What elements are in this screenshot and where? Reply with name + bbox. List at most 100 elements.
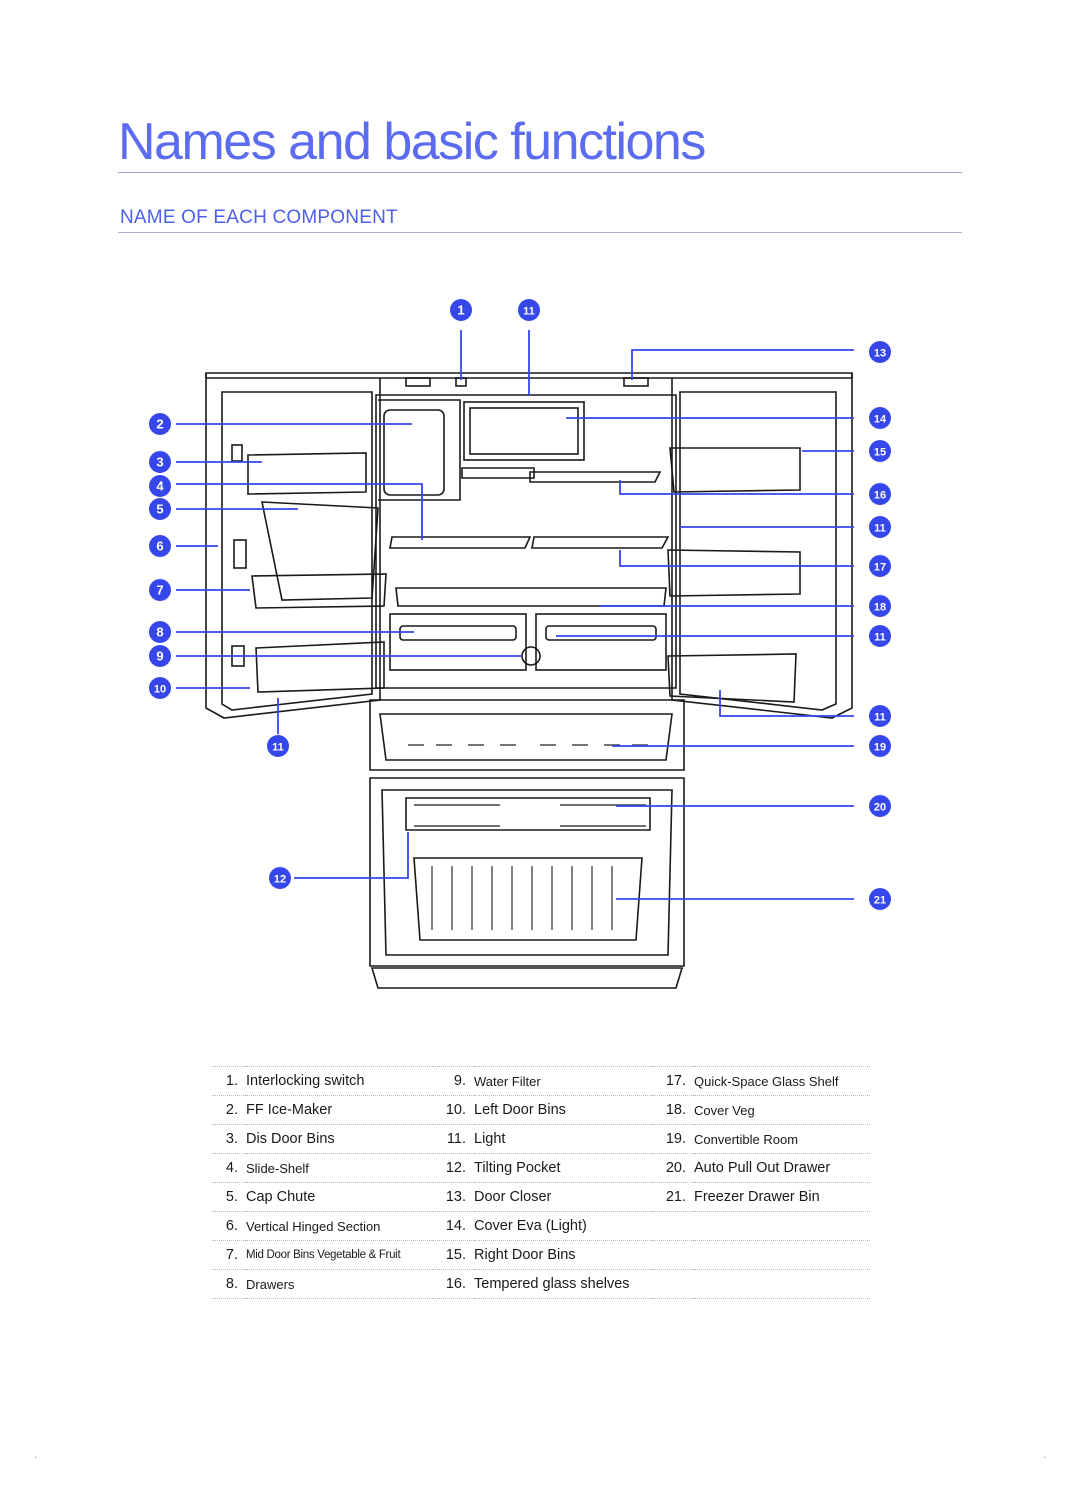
legend-num: 1. <box>212 1066 246 1096</box>
water-filter-knob <box>521 646 541 666</box>
callout-16: 16 <box>869 483 891 505</box>
callout-number: 16 <box>874 490 886 502</box>
callout-circle <box>869 555 891 577</box>
callout-9: 9 <box>149 645 171 667</box>
callout-13: 13 <box>869 341 891 363</box>
legend-row: 2. FF Ice-Maker 10. Left Door Bins 18. C… <box>212 1095 870 1125</box>
callout-number: 11 <box>272 742 284 754</box>
callout-number: 20 <box>874 802 886 814</box>
legend-num: 13. <box>432 1182 474 1212</box>
legend-label: Convertible Room <box>694 1124 870 1154</box>
callout-number: 1 <box>457 303 464 318</box>
callout-circle <box>869 341 891 363</box>
callout-circle <box>149 535 171 557</box>
left-door <box>205 373 381 719</box>
callout-11: 11 <box>518 299 540 321</box>
callout-number: 6 <box>156 539 163 554</box>
fridge-compartment <box>375 394 677 689</box>
legend-num: 11. <box>432 1124 474 1154</box>
legend-num: 18. <box>652 1095 694 1125</box>
leader-lines <box>176 330 854 900</box>
legend-row: 7. Mid Door Bins Vegetable & Fruit 15. R… <box>212 1240 870 1270</box>
callout-circle <box>149 498 171 520</box>
legend-label: FF Ice-Maker <box>246 1095 432 1125</box>
callout-circle <box>869 595 891 617</box>
legend-label: Freezer Drawer Bin <box>694 1182 870 1212</box>
legend-row: 6. Vertical Hinged Section 14. Cover Eva… <box>212 1211 870 1241</box>
callout-circle <box>869 888 891 910</box>
vent-slots <box>408 744 648 827</box>
callout-18: 18 <box>869 595 891 617</box>
callout-circle <box>267 735 289 757</box>
callout-11: 11 <box>869 516 891 538</box>
callout-circle <box>149 451 171 473</box>
callout-number: 10 <box>154 684 166 696</box>
legend-num: 7. <box>212 1240 246 1270</box>
component-legend: 1. Interlocking switch 9. Water Filter 1… <box>212 1066 870 1299</box>
legend-num: 4. <box>212 1153 246 1183</box>
legend-num: 9. <box>432 1066 474 1096</box>
callout-circle <box>450 299 472 321</box>
callout-15: 15 <box>869 440 891 462</box>
callout-number: 11 <box>874 523 886 535</box>
legend-label: Quick-Space Glass Shelf <box>694 1066 870 1096</box>
section-title: NAME OF EACH COMPONENT <box>120 207 398 228</box>
callout-12: 12 <box>269 867 291 889</box>
legend-num: 5. <box>212 1182 246 1212</box>
legend-label: Interlocking switch <box>246 1066 432 1096</box>
callout-21: 21 <box>869 888 891 910</box>
legend-num: 12. <box>432 1153 474 1183</box>
callout-20: 20 <box>869 795 891 817</box>
callout-circle <box>269 867 291 889</box>
callout-circle <box>869 795 891 817</box>
legend-num: 2. <box>212 1095 246 1125</box>
section-divider <box>118 232 962 233</box>
legend-label: Dis Door Bins <box>246 1124 432 1154</box>
legend-label: Cover Eva (Light) <box>474 1211 652 1241</box>
legend-label: Cover Veg <box>694 1095 870 1125</box>
callout-8: 8 <box>149 621 171 643</box>
legend-num: 16. <box>432 1269 474 1299</box>
callout-7: 7 <box>149 579 171 601</box>
callout-number: 12 <box>274 874 286 886</box>
freezer-compartment <box>369 777 685 967</box>
callout-number: 2 <box>156 417 163 432</box>
corner-mark-right: · <box>1043 1452 1047 1463</box>
legend-label: Mid Door Bins Vegetable & Fruit <box>246 1240 432 1270</box>
legend-row: 1. Interlocking switch 9. Water Filter 1… <box>212 1066 870 1096</box>
legend-label: Left Door Bins <box>474 1095 652 1125</box>
callout-number: 3 <box>156 455 163 470</box>
callout-number: 4 <box>156 479 164 494</box>
legend-num: 8. <box>212 1269 246 1299</box>
callout-14: 14 <box>869 407 891 429</box>
right-crisper-drawer <box>535 613 667 671</box>
callout-number: 19 <box>874 742 886 754</box>
legend-num: 15. <box>432 1240 474 1270</box>
legend-num: 20. <box>652 1153 694 1183</box>
fridge-drawing <box>205 372 853 989</box>
callout-number: 18 <box>874 602 886 614</box>
legend-num: 17. <box>652 1066 694 1096</box>
legend-label: Light <box>474 1124 652 1154</box>
legend-label: Vertical Hinged Section <box>246 1211 432 1241</box>
legend-num: 21. <box>652 1182 694 1212</box>
callout-circle <box>869 483 891 505</box>
callout-5: 5 <box>149 498 171 520</box>
callout-11: 11 <box>869 625 891 647</box>
corner-mark-left: · <box>34 1452 38 1463</box>
callout-number: 5 <box>156 502 163 517</box>
legend-num: 14. <box>432 1211 474 1241</box>
callout-10: 10 <box>149 677 171 699</box>
callout-2: 2 <box>149 413 171 435</box>
legend-num: 6. <box>212 1211 246 1241</box>
legend-num: 3. <box>212 1124 246 1154</box>
callout-11: 11 <box>869 705 891 727</box>
freezer-bin <box>413 857 643 941</box>
callout-circle <box>869 735 891 757</box>
callout-number: 11 <box>874 632 886 644</box>
callout-circle <box>869 407 891 429</box>
callout-4: 4 <box>149 475 171 497</box>
freezer-bin-slats <box>431 866 613 930</box>
callout-1: 1 <box>450 299 472 321</box>
